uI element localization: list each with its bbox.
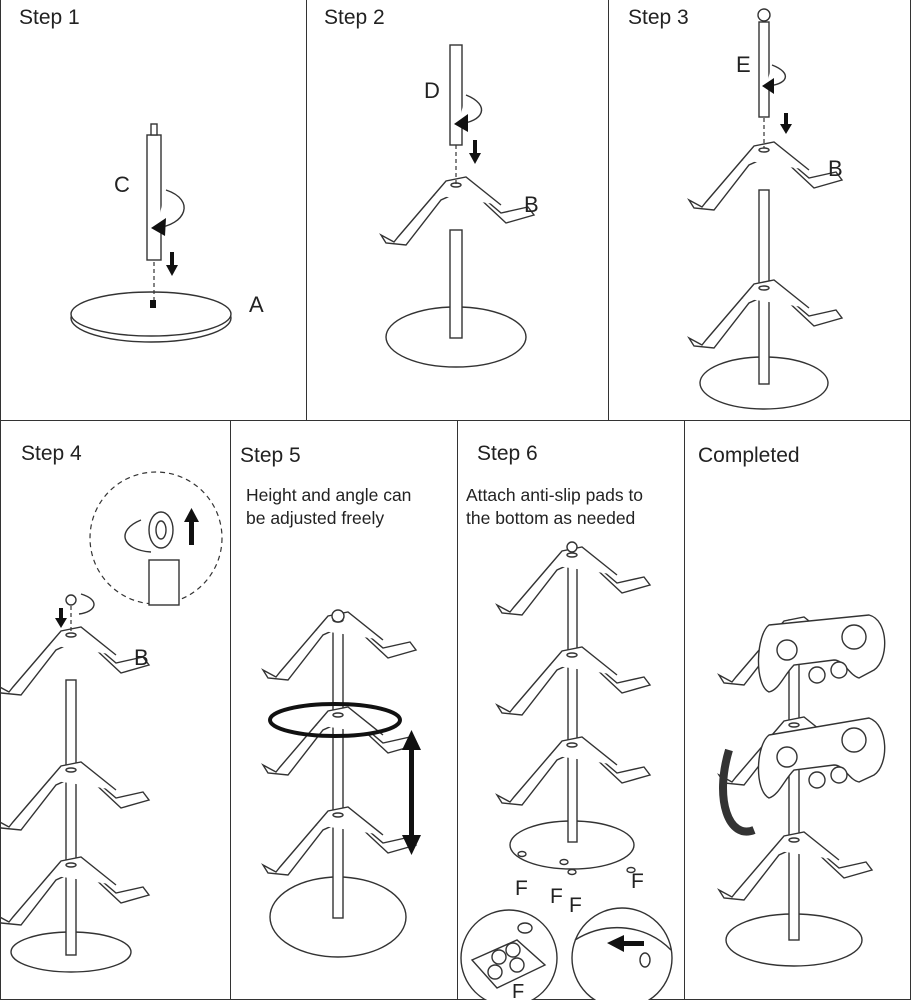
- step-5-panel: Step 5 Height and angle can be adjusted …: [230, 420, 458, 1000]
- step-title: Step 3: [628, 6, 689, 29]
- up-down-arrow-icon: [409, 745, 414, 840]
- part-label: B: [524, 192, 539, 217]
- controller-icon: [757, 717, 886, 799]
- step-description: Attach anti-slip pads to the bottom as n…: [466, 484, 643, 530]
- step-6-panel: Step 6 Attach anti-slip pads to the bott…: [457, 420, 685, 1000]
- pad-detail-inset: [571, 907, 673, 1000]
- step-title: Step 1: [19, 6, 80, 29]
- step-title: Step 2: [324, 6, 385, 29]
- step-1-illustration: C A: [70, 123, 264, 343]
- pad-label: F: [515, 877, 528, 900]
- pad-label: F: [512, 981, 524, 1000]
- step-description: Height and angle can be adjusted freely: [246, 484, 411, 530]
- step-title: Step 5: [240, 444, 301, 467]
- headphones-icon: [719, 748, 756, 836]
- step-6-illustration: F F F F F: [460, 541, 673, 1000]
- step-4-panel: Step 4 B: [0, 420, 231, 1000]
- down-arrow-icon: [166, 265, 178, 276]
- step-title: Completed: [698, 444, 800, 467]
- step-5-illustration: [262, 609, 421, 958]
- part-label: A: [249, 292, 264, 317]
- description-line: Height and angle can: [246, 485, 412, 505]
- description-line: the bottom as needed: [466, 508, 636, 528]
- description-line: Attach anti-slip pads to: [466, 485, 644, 505]
- step-4-illustration: B: [1, 471, 223, 973]
- step-3-panel: Step 3 E B: [608, 0, 911, 421]
- part-label: E: [736, 52, 751, 77]
- pad-label: F: [631, 870, 644, 893]
- completed-panel: Completed: [684, 420, 911, 1000]
- controller-icon: [757, 614, 886, 693]
- completed-illustration: [718, 614, 886, 967]
- pole: [146, 134, 162, 261]
- step-title: Step 4: [21, 442, 82, 465]
- part-label: D: [424, 78, 440, 103]
- step-3-illustration: E B: [688, 8, 843, 410]
- pad-label: F: [550, 885, 563, 908]
- step-2-panel: Step 2 D B: [306, 0, 609, 421]
- step-1-panel: Step 1 C A: [0, 0, 307, 421]
- part-label: B: [828, 156, 843, 181]
- part-label: B: [134, 645, 149, 670]
- part-label: C: [114, 172, 130, 197]
- pad-label: F: [569, 894, 582, 917]
- rotate-ring-icon: [268, 702, 402, 738]
- step-title: Step 6: [477, 442, 538, 465]
- step-2-illustration: D B: [380, 44, 539, 368]
- description-line: be adjusted freely: [246, 508, 385, 528]
